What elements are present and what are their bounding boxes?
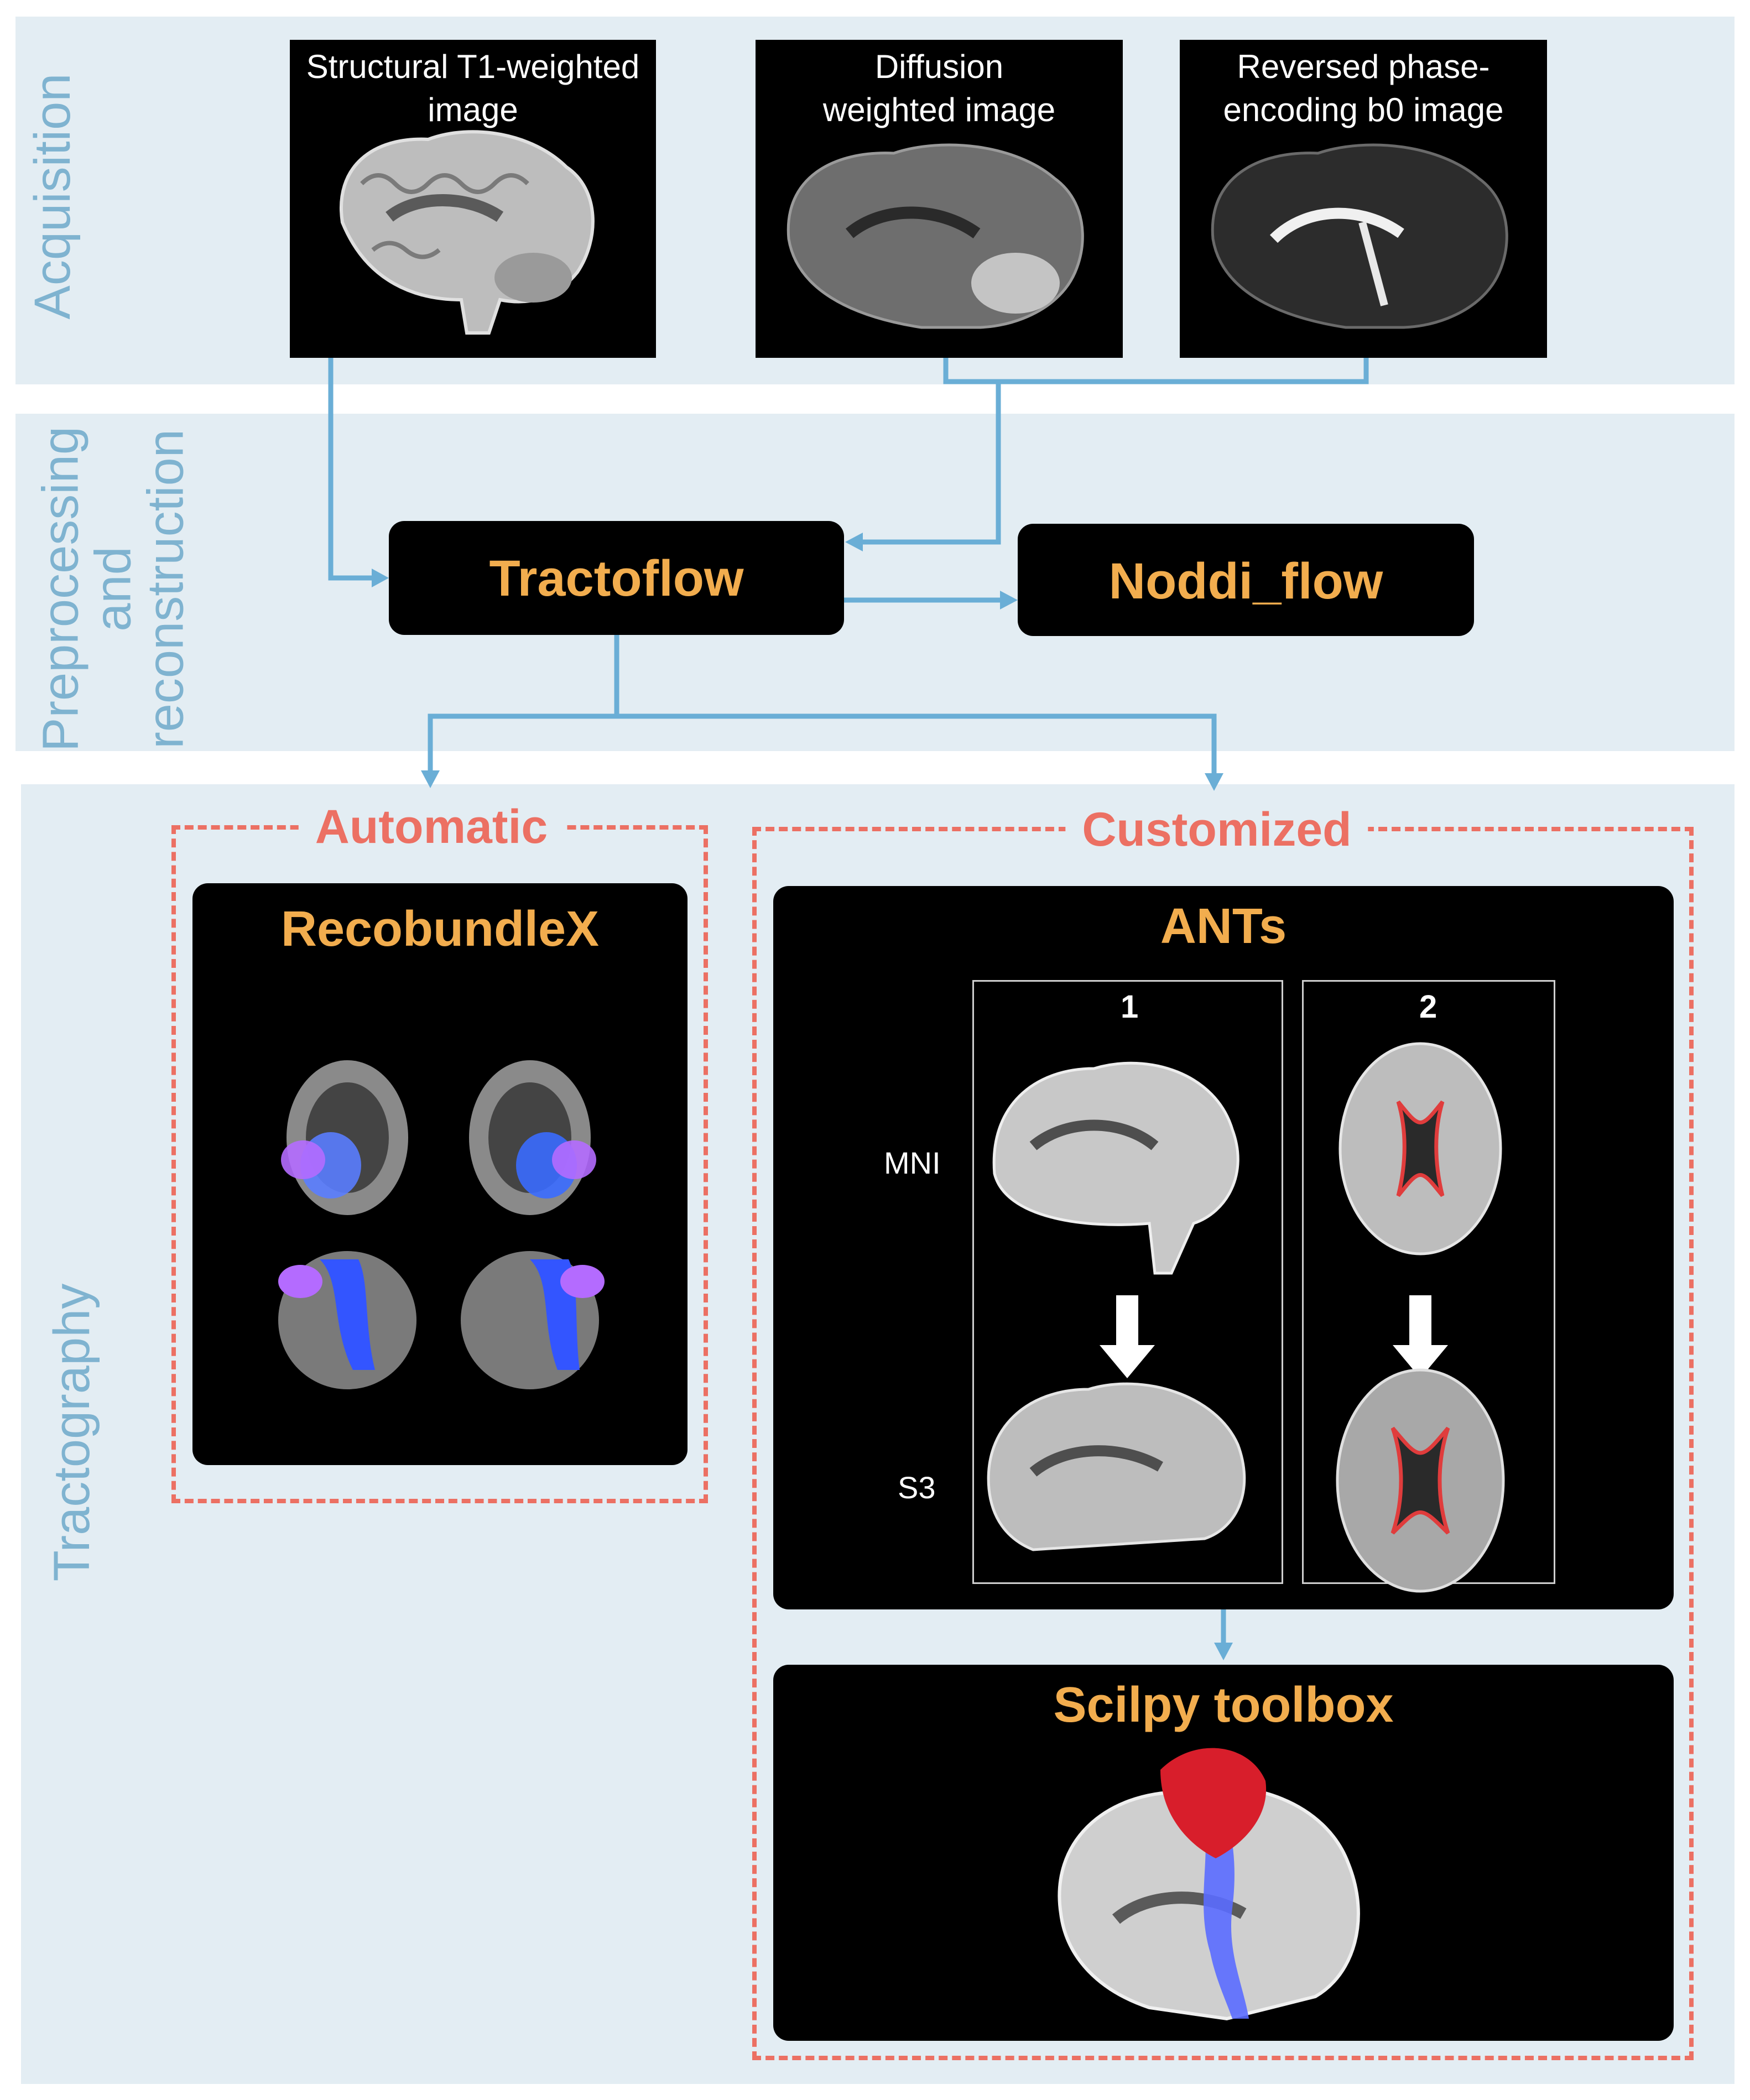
mni-row-label: MNI xyxy=(884,1145,941,1180)
scilpy-title: Scilpy toolbox xyxy=(1053,1677,1394,1733)
arrowhead-to-automatic xyxy=(421,770,440,788)
dwi-image-panel: Diffusion weighted image xyxy=(756,40,1123,358)
noddi-flow-label: Noddi_flow xyxy=(1108,553,1383,609)
column-2-number: 2 xyxy=(1419,989,1438,1025)
scilpy-box: Scilpy toolbox xyxy=(773,1665,1674,2041)
s3-row-label: S3 xyxy=(898,1470,936,1505)
t1-to-tractoflow-connector xyxy=(328,358,376,581)
brain-sagittal-t1-icon xyxy=(340,130,595,335)
t1-image-panel: Structural T1-weighted image xyxy=(290,40,656,358)
dwi-caption: Diffusion weighted image xyxy=(822,48,1056,128)
registration-figures-icon xyxy=(987,1042,1505,1593)
tractoflow-box: Tractoflow xyxy=(389,521,844,635)
ants-title: ANTs xyxy=(1160,899,1287,954)
arrowhead-to-noddi xyxy=(1000,591,1018,609)
arrowhead-dwi-to-tractoflow xyxy=(845,533,863,551)
tractoflow-to-tractography-connector xyxy=(428,635,1217,777)
brain-tract-render-icon xyxy=(1058,1748,1360,2021)
dwi-b0-merge-connector xyxy=(943,358,1369,384)
registration-column-1 xyxy=(972,980,1283,1584)
arrowhead-to-scilpy xyxy=(1214,1643,1233,1660)
column-1-number: 1 xyxy=(1121,989,1139,1025)
t1-caption: Structural T1-weighted image xyxy=(306,48,640,128)
ants-box: ANTs 1 2 MNI S3 xyxy=(773,886,1674,1609)
dwi-to-tractoflow-connector xyxy=(858,382,1001,545)
arrowhead-to-customized xyxy=(1205,773,1223,791)
recobundlex-box: RecobundleX xyxy=(192,883,688,1465)
bundle-slices-icon xyxy=(278,1060,605,1389)
arrowhead-to-tractoflow xyxy=(372,569,389,587)
b0-caption: Reversed phase- encoding b0 image xyxy=(1223,48,1504,128)
recobundlex-title: RecobundleX xyxy=(280,902,600,957)
brain-sagittal-b0-icon xyxy=(1211,143,1508,329)
tractoflow-label: Tractoflow xyxy=(489,550,744,607)
customized-label: Customized xyxy=(1065,806,1368,853)
brain-sagittal-dwi-icon xyxy=(787,143,1084,329)
noddi-flow-box: Noddi_flow xyxy=(1018,524,1474,636)
b0-image-panel: Reversed phase- encoding b0 image xyxy=(1180,40,1547,358)
automatic-label: Automatic xyxy=(298,803,565,851)
